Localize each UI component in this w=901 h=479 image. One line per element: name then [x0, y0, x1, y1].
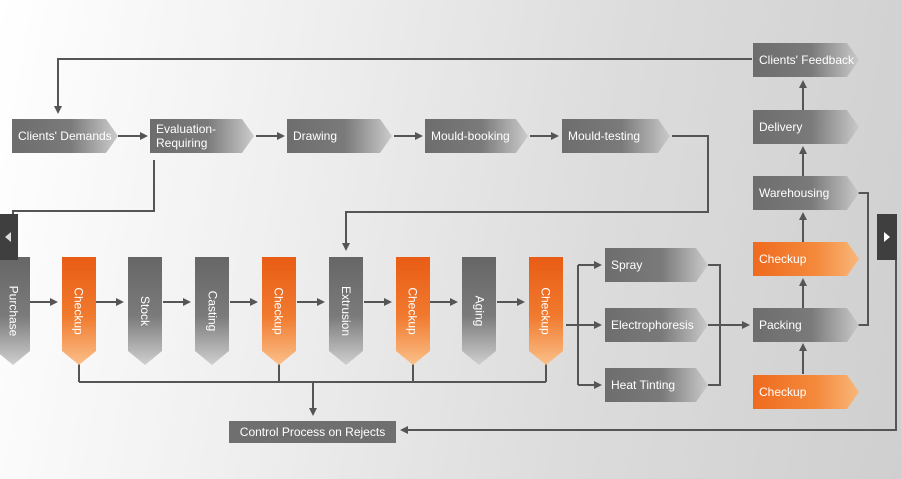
prev-button[interactable]	[0, 214, 18, 260]
drawing-label: Drawing	[293, 129, 338, 143]
spray-node: Spray	[605, 248, 708, 282]
electrophoresis-node: Electrophoresis	[605, 308, 708, 342]
next-button[interactable]	[877, 214, 897, 260]
control-rejects-label: Control Process on Rejects	[239, 425, 386, 439]
control-rejects-node: Control Process on Rejects	[229, 421, 396, 443]
packing-label: Packing	[759, 318, 802, 332]
casting-label: Casting	[205, 290, 219, 332]
delivery-label: Delivery	[759, 120, 803, 134]
checkup-label-1: Checkup	[72, 287, 86, 335]
evaluation-node: Evaluation- Requiring	[150, 119, 254, 153]
heat-tinting-node: Heat Tinting	[605, 368, 708, 402]
checkup-label-2: Checkup	[272, 287, 286, 335]
checkup-node-3: Checkup	[396, 257, 430, 365]
mould-booking-node: Mould-booking	[425, 119, 528, 153]
drawing-node: Drawing	[287, 119, 392, 153]
checkup-node-2: Checkup	[262, 257, 296, 365]
warehousing-label: Warehousing	[759, 186, 830, 200]
spray-label: Spray	[611, 258, 643, 272]
evaluation-label: Evaluation- Requiring	[156, 122, 217, 150]
purchase-node: Purchase	[0, 257, 30, 365]
casting-node: Casting	[195, 257, 229, 365]
clients-feedback-node: Clients' Feedback	[753, 43, 859, 77]
stock-node: Stock	[128, 257, 162, 365]
purchase-label: Purchase	[6, 285, 21, 337]
checkup-node-1: Checkup	[62, 257, 96, 365]
clients-feedback-label: Clients' Feedback	[759, 53, 855, 67]
checkup-label-3: Checkup	[406, 287, 420, 335]
clients-demands-label: Clients' Demands	[18, 129, 112, 143]
aging-node: Aging	[462, 257, 496, 365]
triangle-left-icon	[5, 232, 11, 242]
warehousing-node: Warehousing	[753, 176, 859, 210]
extrusion-node: Extrusion	[329, 257, 363, 365]
packing-node: Packing	[753, 308, 859, 342]
checkup-label-6: Checkup	[759, 385, 807, 399]
mould-testing-node: Mould-testing	[562, 119, 670, 153]
checkup-label-4: Checkup	[539, 287, 553, 335]
electrophoresis-label: Electrophoresis	[611, 318, 694, 332]
clients-demands-node: Clients' Demands	[12, 119, 118, 153]
delivery-node: Delivery	[753, 110, 859, 144]
checkup-label-5: Checkup	[759, 252, 807, 266]
checkup-node-4: Checkup	[529, 257, 563, 365]
aging-label: Aging	[471, 295, 486, 327]
checkup-node-5: Checkup	[753, 242, 859, 276]
mould-booking-label: Mould-booking	[431, 129, 510, 143]
mould-testing-label: Mould-testing	[568, 129, 641, 143]
checkup-node-6: Checkup	[753, 375, 859, 409]
extrusion-label: Extrusion	[339, 285, 353, 337]
stock-label: Stock	[137, 295, 152, 327]
triangle-right-icon	[884, 232, 890, 242]
heat-tinting-label: Heat Tinting	[611, 378, 676, 392]
